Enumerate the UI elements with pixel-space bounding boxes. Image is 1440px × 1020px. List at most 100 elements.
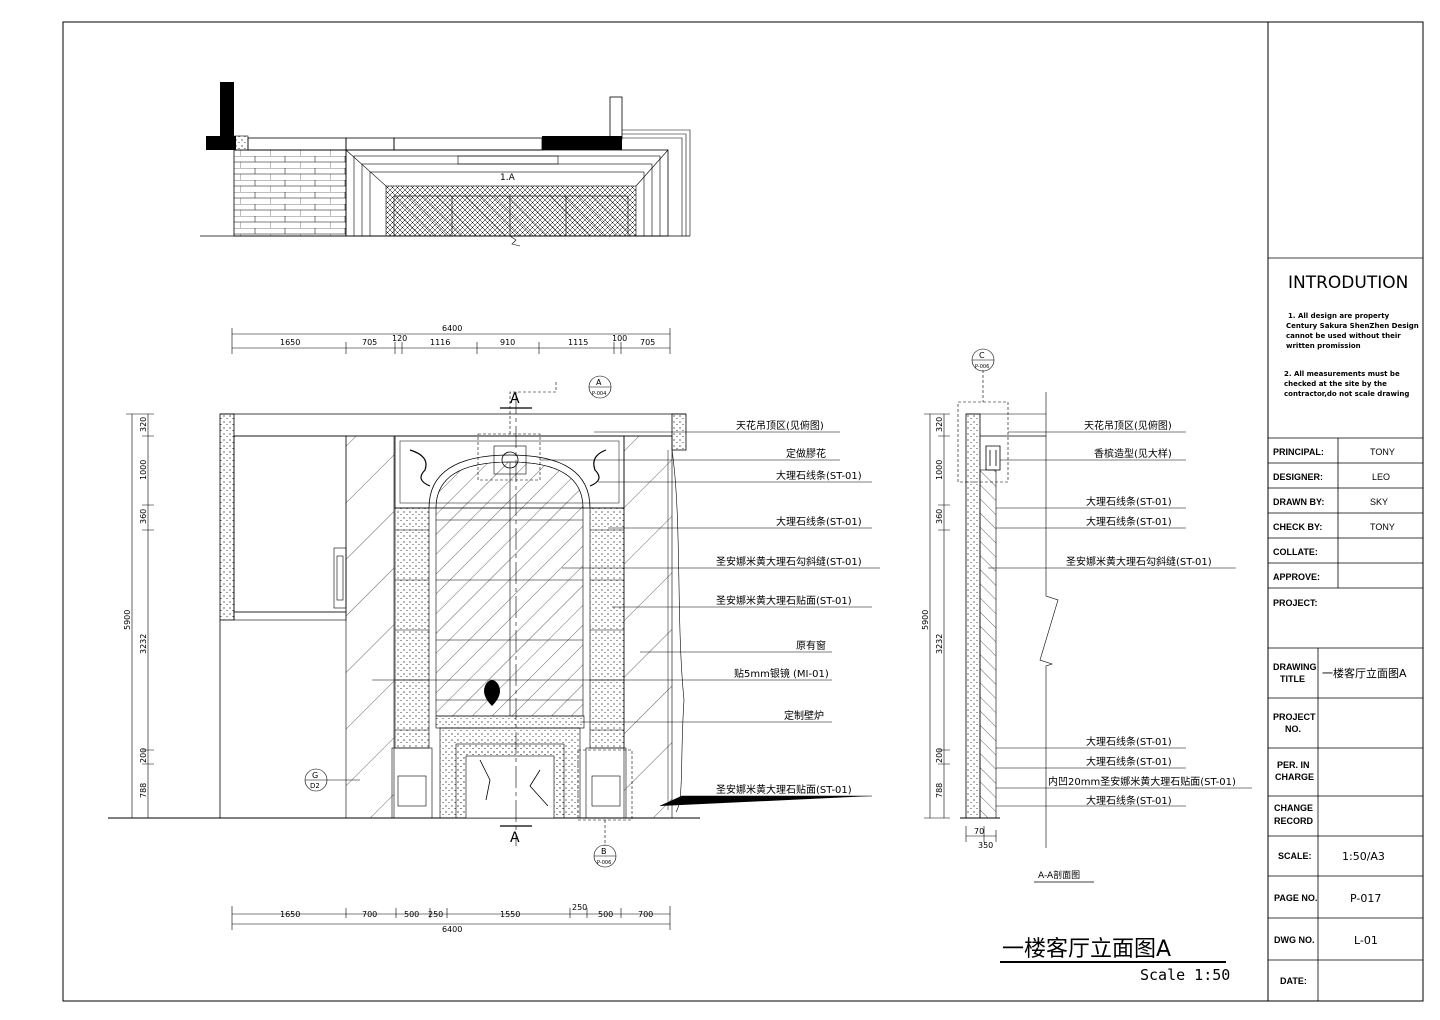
drawing-title-label-1: DRAWING bbox=[1273, 662, 1317, 672]
elev-note-2: 定做膠花 bbox=[786, 447, 826, 460]
page-no-value: P-017 bbox=[1350, 892, 1381, 905]
sec-note-5: 圣安娜米黄大理石勾斜缝(ST-01) bbox=[1066, 555, 1212, 568]
section-mark-bottom: A bbox=[510, 830, 520, 846]
top-dim-7: 100 bbox=[612, 334, 627, 343]
bottom-total-dim: 6400 bbox=[442, 925, 462, 934]
elevation-leaders bbox=[372, 431, 880, 807]
top-dimensions: 6400 1650 705 120 1116 910 1115 100 705 bbox=[231, 324, 671, 354]
drawing-title-label-2: TITLE bbox=[1280, 674, 1305, 684]
top-total-dim: 6400 bbox=[442, 324, 462, 333]
change-record-label-1: CHANGE bbox=[1274, 803, 1313, 813]
callout-a-bottom: P-004 bbox=[592, 391, 606, 397]
sec-dim-3: 360 bbox=[935, 509, 944, 524]
callout-c: C P-006 bbox=[971, 348, 995, 372]
collate-label: COLLATE: bbox=[1273, 547, 1318, 557]
intro-heading: INTRODUTION bbox=[1288, 273, 1408, 293]
left-dim-6: 788 bbox=[139, 783, 148, 798]
sec-note-2: 香槟造型(见大样) bbox=[1094, 447, 1172, 460]
principal-value: TONY bbox=[1370, 447, 1395, 457]
section-dimensions: 320 1000 360 3232 200 788 5900 70 350 bbox=[921, 413, 997, 850]
left-dim-4: 3232 bbox=[139, 634, 148, 654]
bot-dim-8: 700 bbox=[638, 910, 653, 919]
sec-dim-6: 788 bbox=[935, 783, 944, 798]
intro-line-2: Century Sakura ShenZhen Design bbox=[1286, 322, 1419, 330]
bot-dim-2: 700 bbox=[362, 910, 377, 919]
bot-dim-6: 250 bbox=[572, 903, 587, 912]
elev-note-1: 天花吊顶区(见俯图) bbox=[736, 419, 824, 432]
section-view: 320 1000 360 3232 200 788 5900 70 350 C … bbox=[921, 348, 1252, 883]
intro-line-4: written promission bbox=[1286, 342, 1361, 350]
section-leaders bbox=[988, 431, 1252, 807]
top-dim-3: 120 bbox=[392, 334, 407, 343]
approve-label: APPROVE: bbox=[1273, 572, 1320, 582]
section-notes: 天花吊顶区(见俯图) 香槟造型(见大样) 大理石线条(ST-01) 大理石线条(… bbox=[1048, 419, 1236, 807]
elev-note-5: 圣安娜米黄大理石勾斜缝(ST-01) bbox=[716, 555, 862, 568]
left-dimensions: 320 1000 360 3232 200 788 5900 bbox=[123, 413, 154, 819]
elev-note-7: 原有窗 bbox=[796, 639, 826, 652]
bottom-dimensions: 1650 700 500 250 1550 250 500 700 6400 bbox=[231, 903, 671, 934]
sec-total-dim: 5900 bbox=[921, 610, 930, 630]
sec-note-7: 大理石线条(ST-01) bbox=[1086, 755, 1172, 768]
section-mark-top: A bbox=[510, 391, 520, 407]
elev-note-9: 定制壁炉 bbox=[784, 709, 824, 722]
check-label: CHECK BY: bbox=[1273, 522, 1322, 532]
sec-note-8: 内凹20mm圣安娜米黄大理石贴面(ST-01) bbox=[1048, 775, 1236, 788]
callout-c-bottom: P-006 bbox=[975, 364, 989, 370]
sec-dim-4: 3232 bbox=[935, 634, 944, 654]
project-no-label-2: NO. bbox=[1285, 724, 1301, 734]
change-record-label-2: RECORD bbox=[1274, 816, 1314, 826]
intro-line-5: 2. All measurements must be bbox=[1284, 370, 1400, 378]
top-dim-6: 1115 bbox=[568, 338, 588, 347]
sec-bottom-dim-1: 70 bbox=[974, 827, 984, 836]
left-dim-1: 320 bbox=[139, 417, 148, 432]
bot-dim-5: 1550 bbox=[500, 910, 520, 919]
elevation-notes: 天花吊顶区(见俯图) 定做膠花 大理石线条(ST-01) 大理石线条(ST-01… bbox=[716, 419, 862, 796]
check-value: TONY bbox=[1370, 522, 1395, 532]
sec-note-9: 大理石线条(ST-01) bbox=[1086, 794, 1172, 807]
elev-note-10: 圣安娜米黄大理石贴面(ST-01) bbox=[716, 783, 852, 796]
top-dim-5: 910 bbox=[500, 338, 515, 347]
project-no-label-1: PROJECT bbox=[1273, 712, 1316, 722]
sec-bottom-dim-2: 350 bbox=[978, 841, 993, 850]
plan-label: 1.A bbox=[500, 173, 516, 183]
dwg-no-label: DWG NO. bbox=[1274, 935, 1315, 945]
top-dim-4: 1116 bbox=[430, 338, 450, 347]
callout-a-top: A bbox=[596, 378, 602, 387]
intro-line-6: checked at the site by the bbox=[1284, 380, 1387, 388]
designer-value: LEO bbox=[1372, 472, 1390, 482]
bot-dim-4: 250 bbox=[428, 910, 443, 919]
intro-line-3: cannot be used without their bbox=[1286, 332, 1401, 340]
date-label: DATE: bbox=[1280, 976, 1307, 986]
main-drawing-title: 一楼客厅立面图A bbox=[1002, 937, 1171, 962]
project-label: PROJECT: bbox=[1273, 598, 1318, 608]
callout-g-bottom: D2 bbox=[310, 782, 320, 790]
elev-note-3: 大理石线条(ST-01) bbox=[776, 469, 862, 482]
bot-dim-3: 500 bbox=[404, 910, 419, 919]
elevation-view: 6400 1650 705 120 1116 910 1115 100 705 … bbox=[108, 324, 880, 934]
per-in-charge-label-2: CHARGE bbox=[1275, 772, 1314, 782]
callout-g: G D2 bbox=[304, 768, 360, 792]
sec-dim-5: 200 bbox=[935, 748, 944, 763]
sec-dim-2: 1000 bbox=[935, 460, 944, 480]
top-dim-8: 705 bbox=[640, 338, 655, 347]
callout-g-top: G bbox=[312, 771, 318, 780]
scale-field-value: 1:50/A3 bbox=[1342, 850, 1385, 863]
callout-b-top: B bbox=[601, 847, 607, 856]
drawn-value: SKY bbox=[1370, 497, 1388, 507]
drawing-title-value: 一楼客厅立面图A bbox=[1322, 666, 1407, 680]
elev-note-6: 圣安娜米黄大理石贴面(ST-01) bbox=[716, 594, 852, 607]
callout-a: A P-004 bbox=[588, 375, 612, 399]
principal-label: PRINCIPAL: bbox=[1273, 447, 1324, 457]
intro-line-1: 1. All design are property bbox=[1288, 312, 1390, 320]
top-dim-1: 1650 bbox=[280, 338, 300, 347]
sec-note-4: 大理石线条(ST-01) bbox=[1086, 515, 1172, 528]
callout-b: B P-006 bbox=[577, 749, 633, 868]
sec-dim-1: 320 bbox=[935, 417, 944, 432]
sec-note-1: 天花吊顶区(见俯图) bbox=[1084, 419, 1172, 432]
drawn-label: DRAWN BY: bbox=[1273, 497, 1324, 507]
page-no-label: PAGE NO. bbox=[1274, 893, 1317, 903]
elev-note-8: 贴5mm银镜 (MI-01) bbox=[734, 667, 829, 680]
scale-field-label: SCALE: bbox=[1278, 851, 1312, 861]
top-dim-2: 705 bbox=[362, 338, 377, 347]
bot-dim-1: 1650 bbox=[280, 910, 300, 919]
